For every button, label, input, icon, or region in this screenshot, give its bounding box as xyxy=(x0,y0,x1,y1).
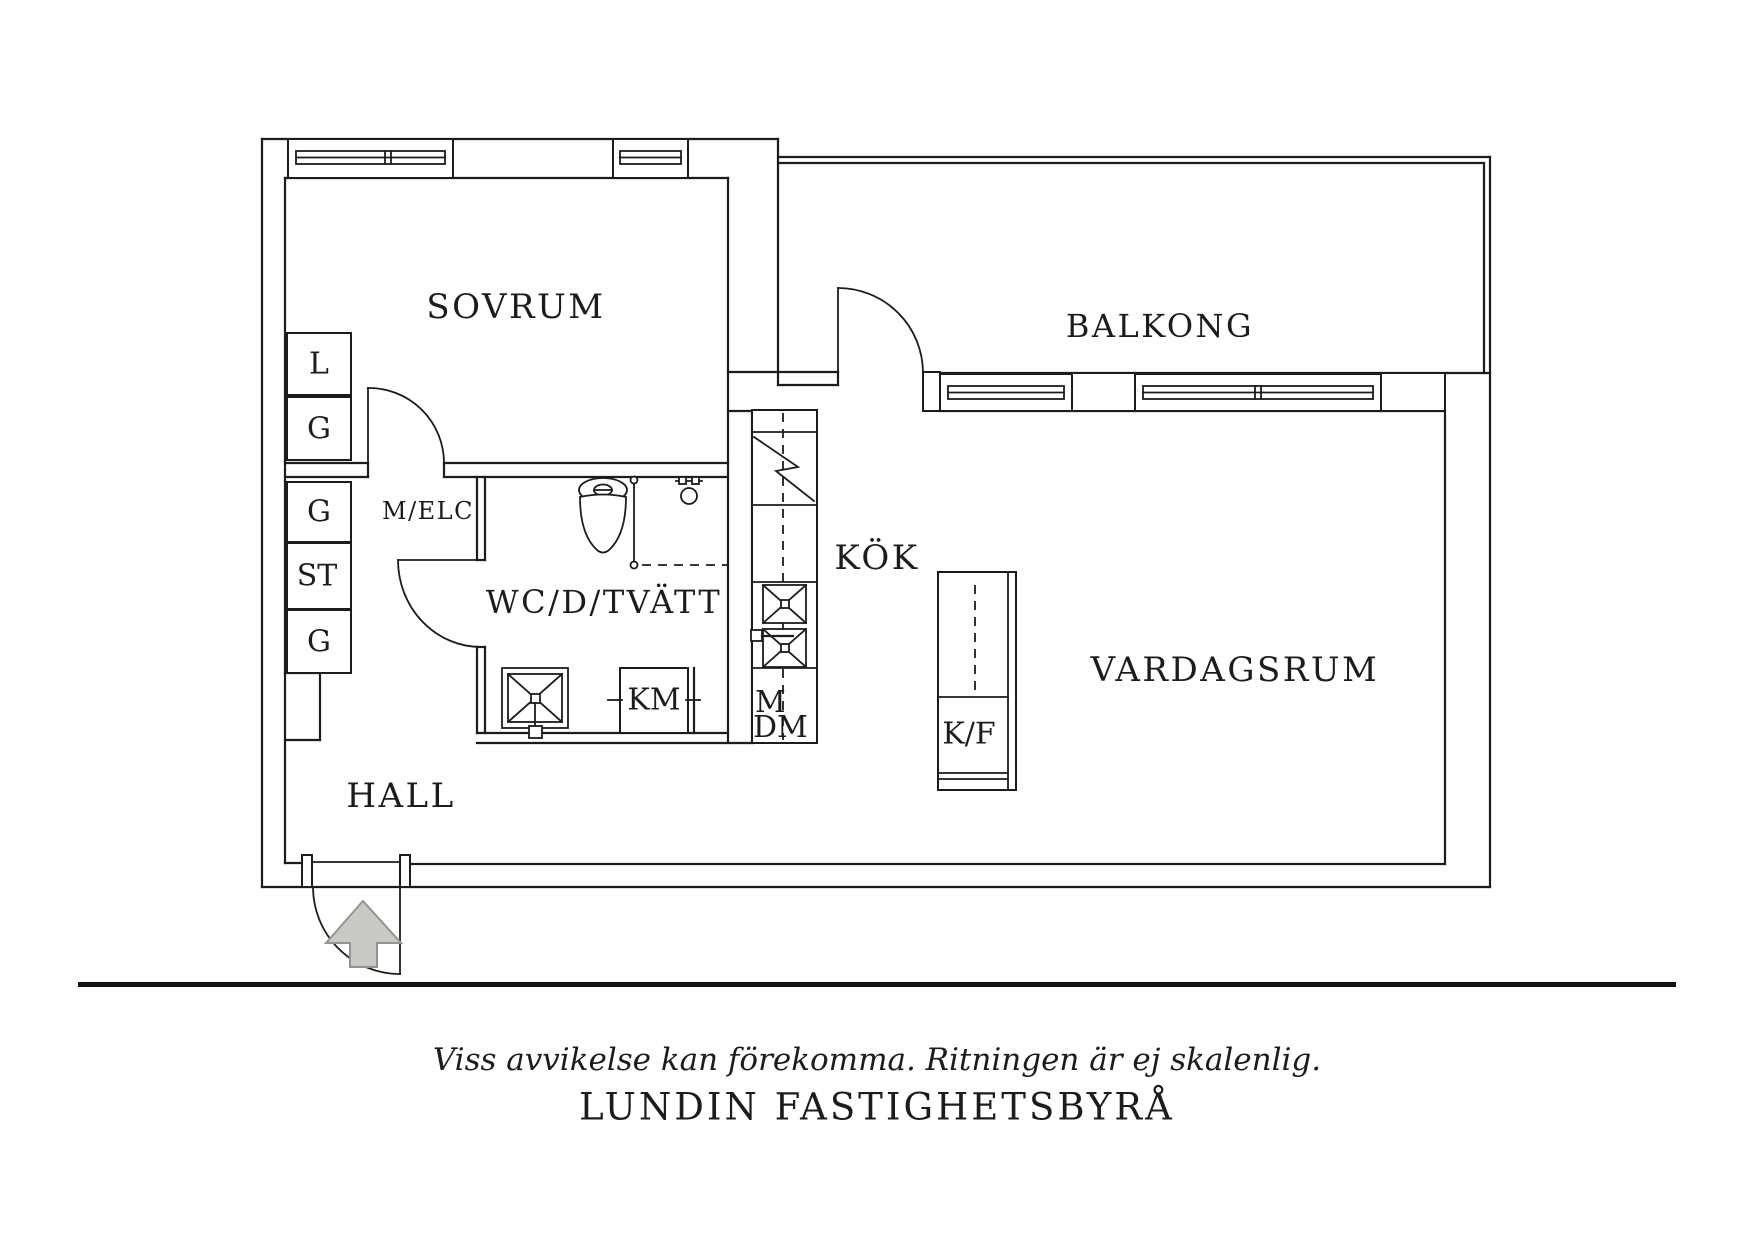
bedroom-window-right xyxy=(612,138,689,179)
closet-column: L G G ST G xyxy=(286,332,352,674)
sink-icon-2 xyxy=(750,627,808,669)
closet-g3 xyxy=(286,609,352,674)
sink-icon xyxy=(761,583,808,625)
closet-g1 xyxy=(286,396,352,461)
bedroom-label: SOVRUM xyxy=(426,287,605,327)
dishwasher-label: DM xyxy=(753,710,808,745)
livingroom-window-right xyxy=(1134,373,1382,412)
closet-g1-label: G xyxy=(307,412,331,447)
door-jamb xyxy=(301,854,313,888)
melc-label: M/ELC xyxy=(382,497,474,525)
fridge-freezer-label: K/F xyxy=(942,717,995,752)
door-jamb xyxy=(399,854,411,888)
microwave-label: M xyxy=(755,685,786,720)
closet-st-label: ST xyxy=(297,559,338,594)
kitchen-counter: M DM xyxy=(750,409,818,745)
entrance-arrow-icon xyxy=(323,899,404,968)
livingroom-window-left xyxy=(939,373,1073,412)
kitchen-label: KÖK xyxy=(834,537,919,578)
brand-text: LUNDIN FASTIGHETSBYRÅ xyxy=(579,1085,1175,1129)
disclaimer-text: Viss avvikelse kan förekomma. Ritningen … xyxy=(433,1042,1321,1078)
bedroom-door xyxy=(367,387,445,464)
closet-g2 xyxy=(286,481,352,543)
shower-head-icon xyxy=(675,476,703,505)
closet-g2-label: G xyxy=(307,495,331,530)
entrance-door xyxy=(312,886,401,975)
bathroom-label: WC/D/TVÄTT xyxy=(486,583,723,621)
hall-label: HALL xyxy=(346,776,455,816)
balcony-label: BALKONG xyxy=(1066,307,1254,345)
room-labels: SOVRUM BALKONG KÖK VARDAGSRUM HALL WC/D/… xyxy=(346,287,1380,816)
wc-door xyxy=(397,559,482,648)
separator-line xyxy=(78,982,1676,987)
stove-icon xyxy=(752,435,816,503)
washing-machine-label: KM xyxy=(627,683,680,718)
livingroom-label: VARDAGSRUM xyxy=(1090,650,1380,690)
fridge-freezer: K/F xyxy=(937,571,1017,791)
shower-curtain xyxy=(629,475,727,570)
toilet-icon xyxy=(578,477,628,554)
shower-tray-icon xyxy=(501,667,569,739)
closet-st xyxy=(286,542,352,610)
door-jamb xyxy=(922,371,941,412)
bedroom-window-left xyxy=(287,138,454,179)
balcony-door xyxy=(837,287,924,374)
washing-machine: KM xyxy=(607,666,701,735)
closet-l xyxy=(286,332,352,396)
footer: Viss avvikelse kan förekomma. Ritningen … xyxy=(78,982,1676,1129)
closet-l-label: L xyxy=(309,347,329,382)
closet-g3-label: G xyxy=(307,625,331,660)
